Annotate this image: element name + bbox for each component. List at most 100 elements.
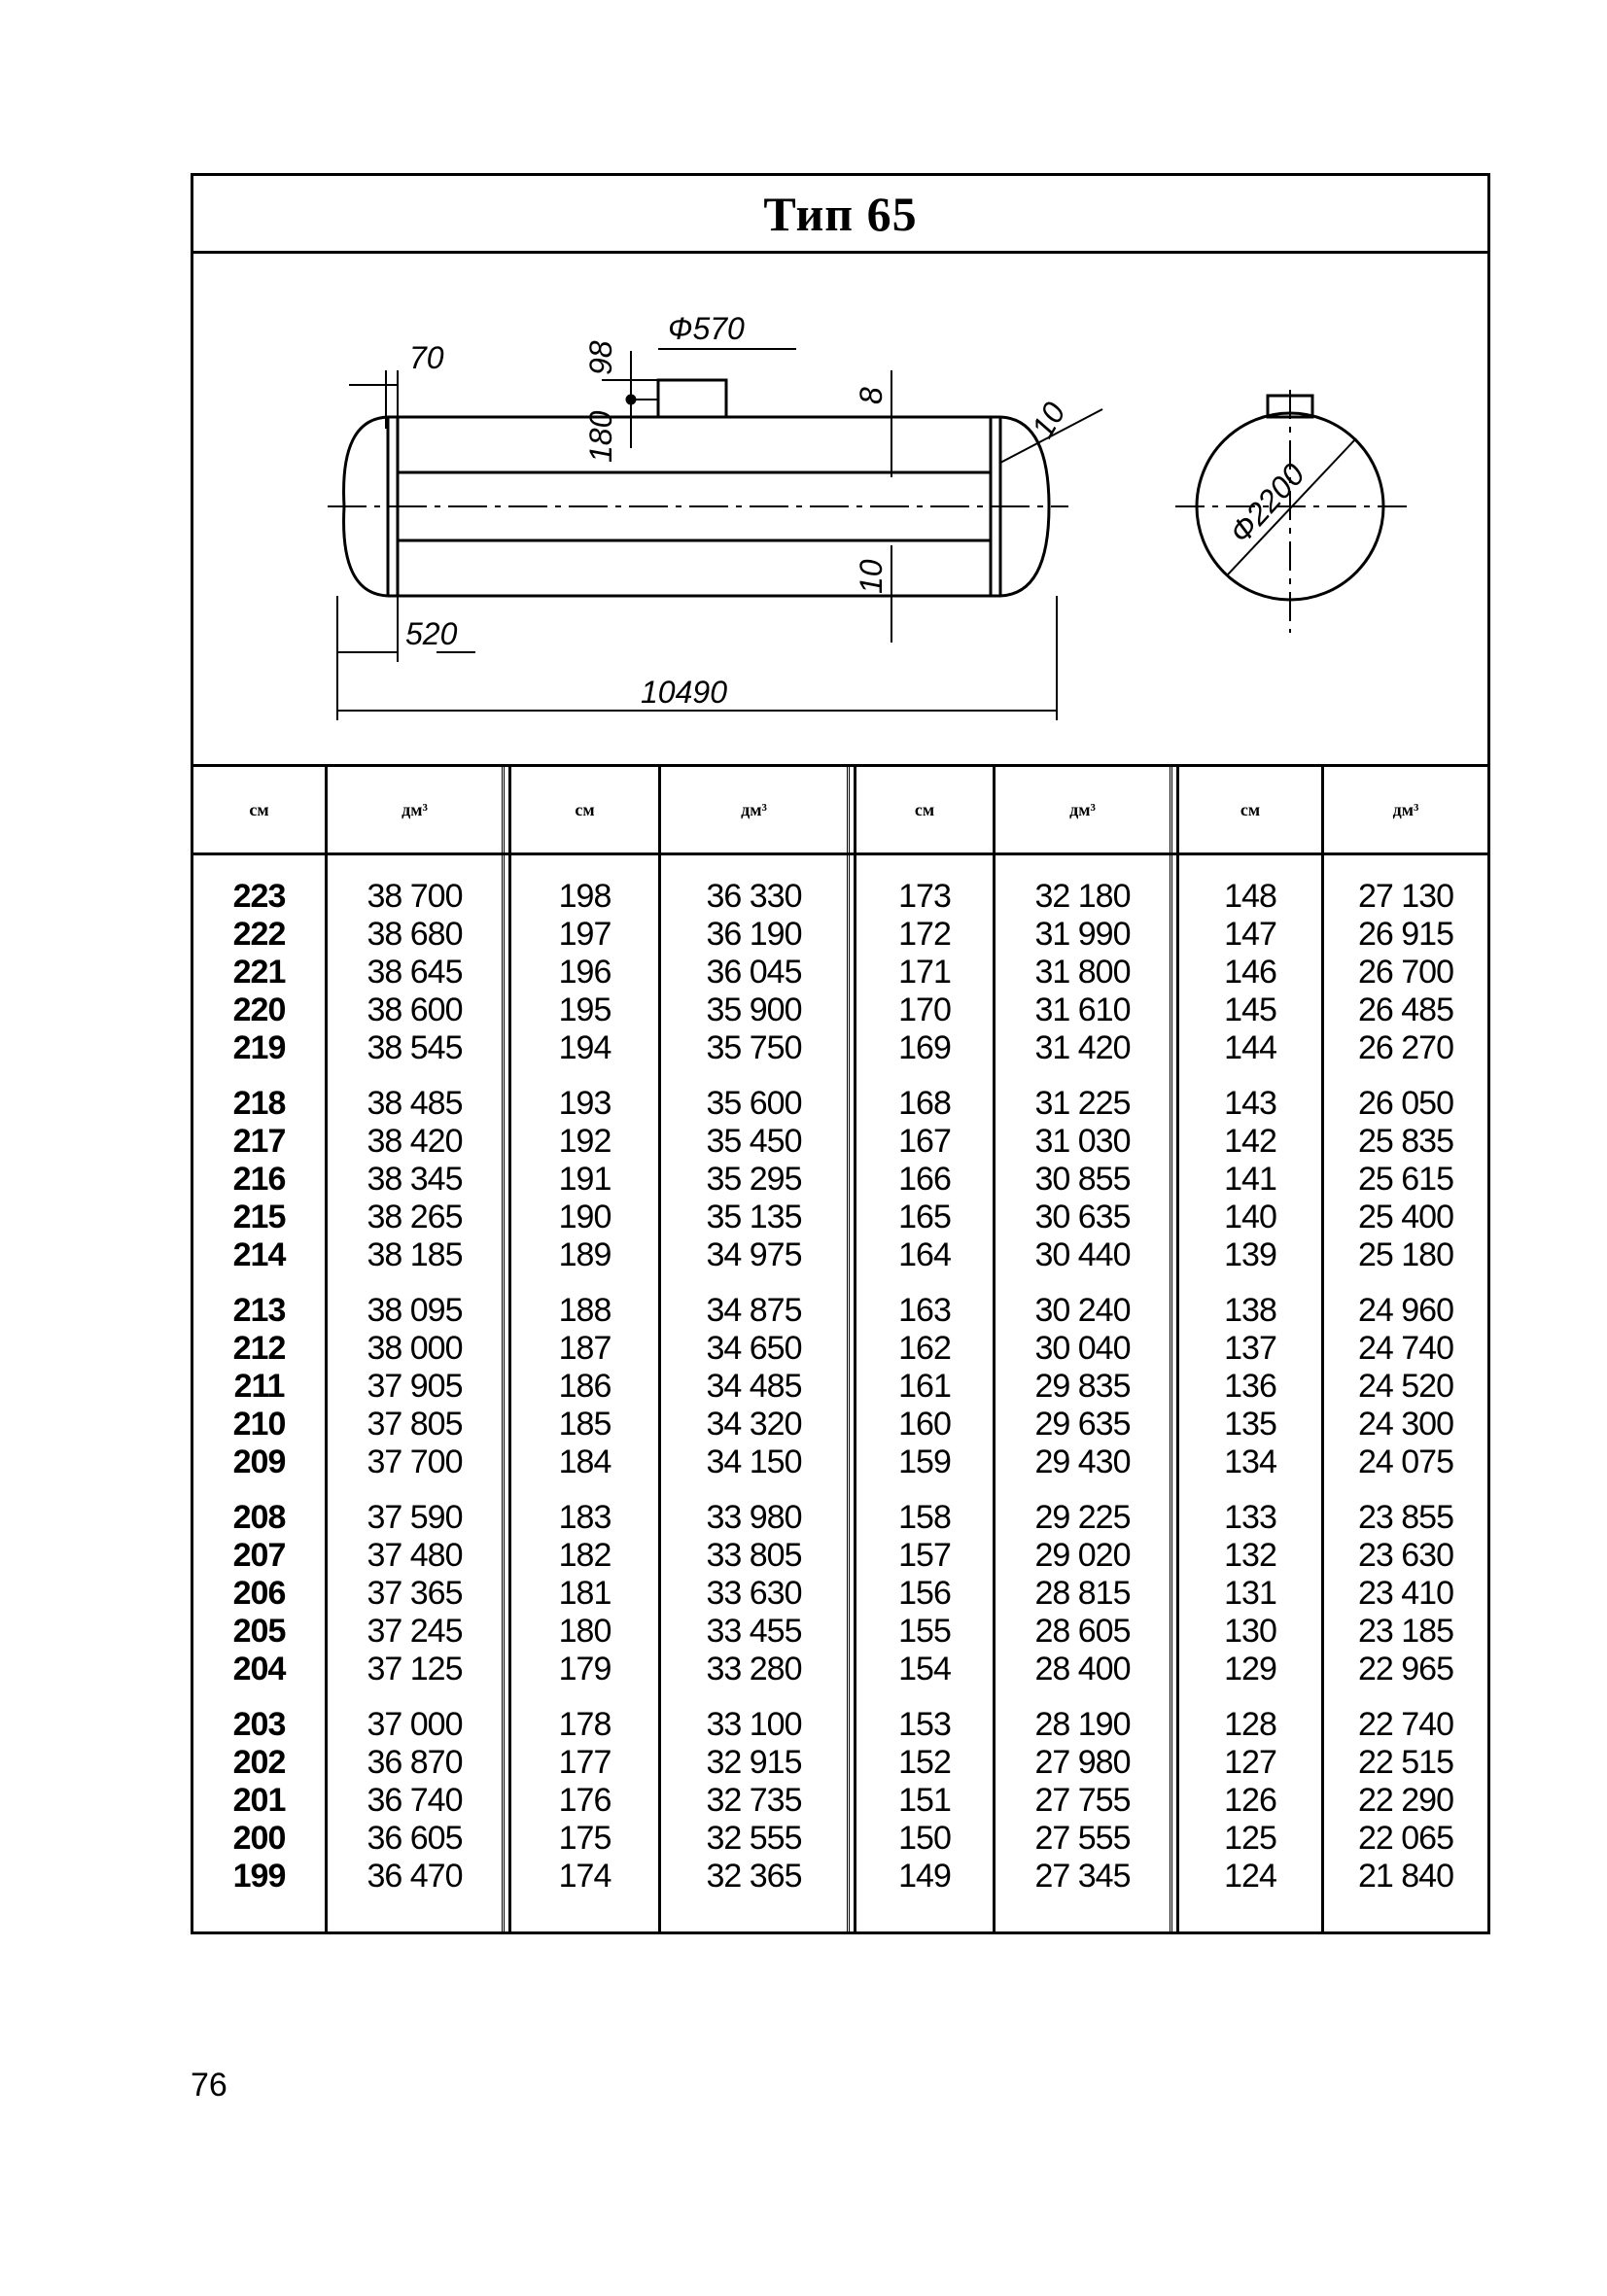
table-cell: 221 <box>232 954 287 991</box>
table-cell: 23 410 <box>1358 1575 1454 1612</box>
table-cell: 30 440 <box>1034 1236 1132 1273</box>
dim-label: 10490 <box>641 675 727 710</box>
header-divider <box>193 852 1487 855</box>
table-cell: 178 <box>558 1706 612 1743</box>
table-cell: 171 <box>898 954 952 991</box>
table-cell: 38 345 <box>367 1161 464 1198</box>
table-cell: 37 590 <box>367 1499 464 1536</box>
table-cell: 27 555 <box>1034 1820 1132 1857</box>
table-cell: 166 <box>898 1161 952 1198</box>
table-cell: 26 915 <box>1358 916 1454 953</box>
table-cell: 34 650 <box>706 1330 803 1367</box>
table-cell: 193 <box>558 1085 612 1122</box>
table-cell: 138 <box>1224 1292 1277 1329</box>
table-cell: 31 990 <box>1034 916 1132 953</box>
table-cell: 30 040 <box>1034 1330 1132 1367</box>
table-cell: 129 <box>1224 1651 1277 1687</box>
table-cell: 192 <box>558 1123 612 1160</box>
table-cell: 167 <box>898 1123 952 1160</box>
table-cell: 36 740 <box>367 1782 464 1819</box>
table-cell: 29 225 <box>1034 1499 1132 1536</box>
table-cell: 195 <box>558 991 612 1028</box>
table-cell: 201 <box>232 1782 287 1819</box>
table-cell: 31 610 <box>1034 991 1132 1028</box>
table-cell: 25 835 <box>1358 1123 1454 1160</box>
table-cell: 33 280 <box>706 1651 803 1687</box>
column-divider <box>1321 767 1324 1931</box>
table-cell: 126 <box>1224 1782 1277 1819</box>
table-cell: 160 <box>898 1406 952 1443</box>
table-cell: 28 815 <box>1034 1575 1132 1612</box>
table-cell: 172 <box>898 916 952 953</box>
drawing-dimension-labels: 70 Ф570 98 180 8 10 10 520 10490 Ф2200 <box>405 311 1311 710</box>
table-cell: 23 855 <box>1358 1499 1454 1536</box>
table-cell: 164 <box>898 1236 952 1273</box>
table-cell: 23 185 <box>1358 1613 1454 1650</box>
table-cell: 220 <box>232 991 287 1028</box>
table-cell: 211 <box>233 1368 286 1405</box>
table-cell: 143 <box>1224 1085 1277 1122</box>
table-cell: 210 <box>232 1406 287 1443</box>
table-cell: 169 <box>898 1029 952 1066</box>
table-cell: 217 <box>232 1123 287 1160</box>
table-cell: 36 605 <box>367 1820 464 1857</box>
column-divider <box>325 767 328 1931</box>
table-cell: 36 470 <box>367 1858 464 1895</box>
table-cell: 38 680 <box>367 916 464 953</box>
dim-label: 8 <box>854 387 889 404</box>
table-cell: 137 <box>1224 1330 1277 1367</box>
table-cell: 23 630 <box>1358 1537 1454 1574</box>
table-cell: 177 <box>558 1744 612 1781</box>
table-cell: 152 <box>898 1744 952 1781</box>
table-cell: 37 365 <box>367 1575 464 1612</box>
table-cell: 29 020 <box>1034 1537 1132 1574</box>
table-cell: 162 <box>898 1330 952 1367</box>
table-cell: 38 420 <box>367 1123 464 1160</box>
table-cell: 218 <box>232 1085 287 1122</box>
dim-label: Ф570 <box>668 311 745 346</box>
table-cell: 28 400 <box>1034 1651 1132 1687</box>
table-cell: 38 095 <box>367 1292 464 1329</box>
table-cell: 207 <box>232 1537 287 1574</box>
table-cell: 26 050 <box>1358 1085 1454 1122</box>
table-cell: 25 180 <box>1358 1236 1454 1273</box>
table-cell: 34 320 <box>706 1406 803 1443</box>
table-cell: 37 125 <box>367 1651 464 1687</box>
table-cell: 24 075 <box>1358 1444 1454 1480</box>
table-cell: 184 <box>558 1444 612 1480</box>
table-cell: 183 <box>558 1499 612 1536</box>
table-cell: 191 <box>558 1161 612 1198</box>
table-cell: 131 <box>1224 1575 1277 1612</box>
table-cell: 141 <box>1224 1161 1277 1198</box>
table-cell: 26 700 <box>1358 954 1454 991</box>
table-cell: 29 835 <box>1034 1368 1132 1405</box>
column-header: см <box>249 799 269 819</box>
tank-drawing: 70 Ф570 98 180 8 10 10 520 10490 Ф2200 <box>328 311 1409 720</box>
table-cell: 27 755 <box>1034 1782 1132 1819</box>
column-header: см <box>914 799 935 819</box>
table-cell: 32 365 <box>706 1858 803 1895</box>
table-cell: 194 <box>558 1029 612 1066</box>
table-cell: 38 645 <box>367 954 464 991</box>
table-cell: 28 190 <box>1034 1706 1132 1743</box>
